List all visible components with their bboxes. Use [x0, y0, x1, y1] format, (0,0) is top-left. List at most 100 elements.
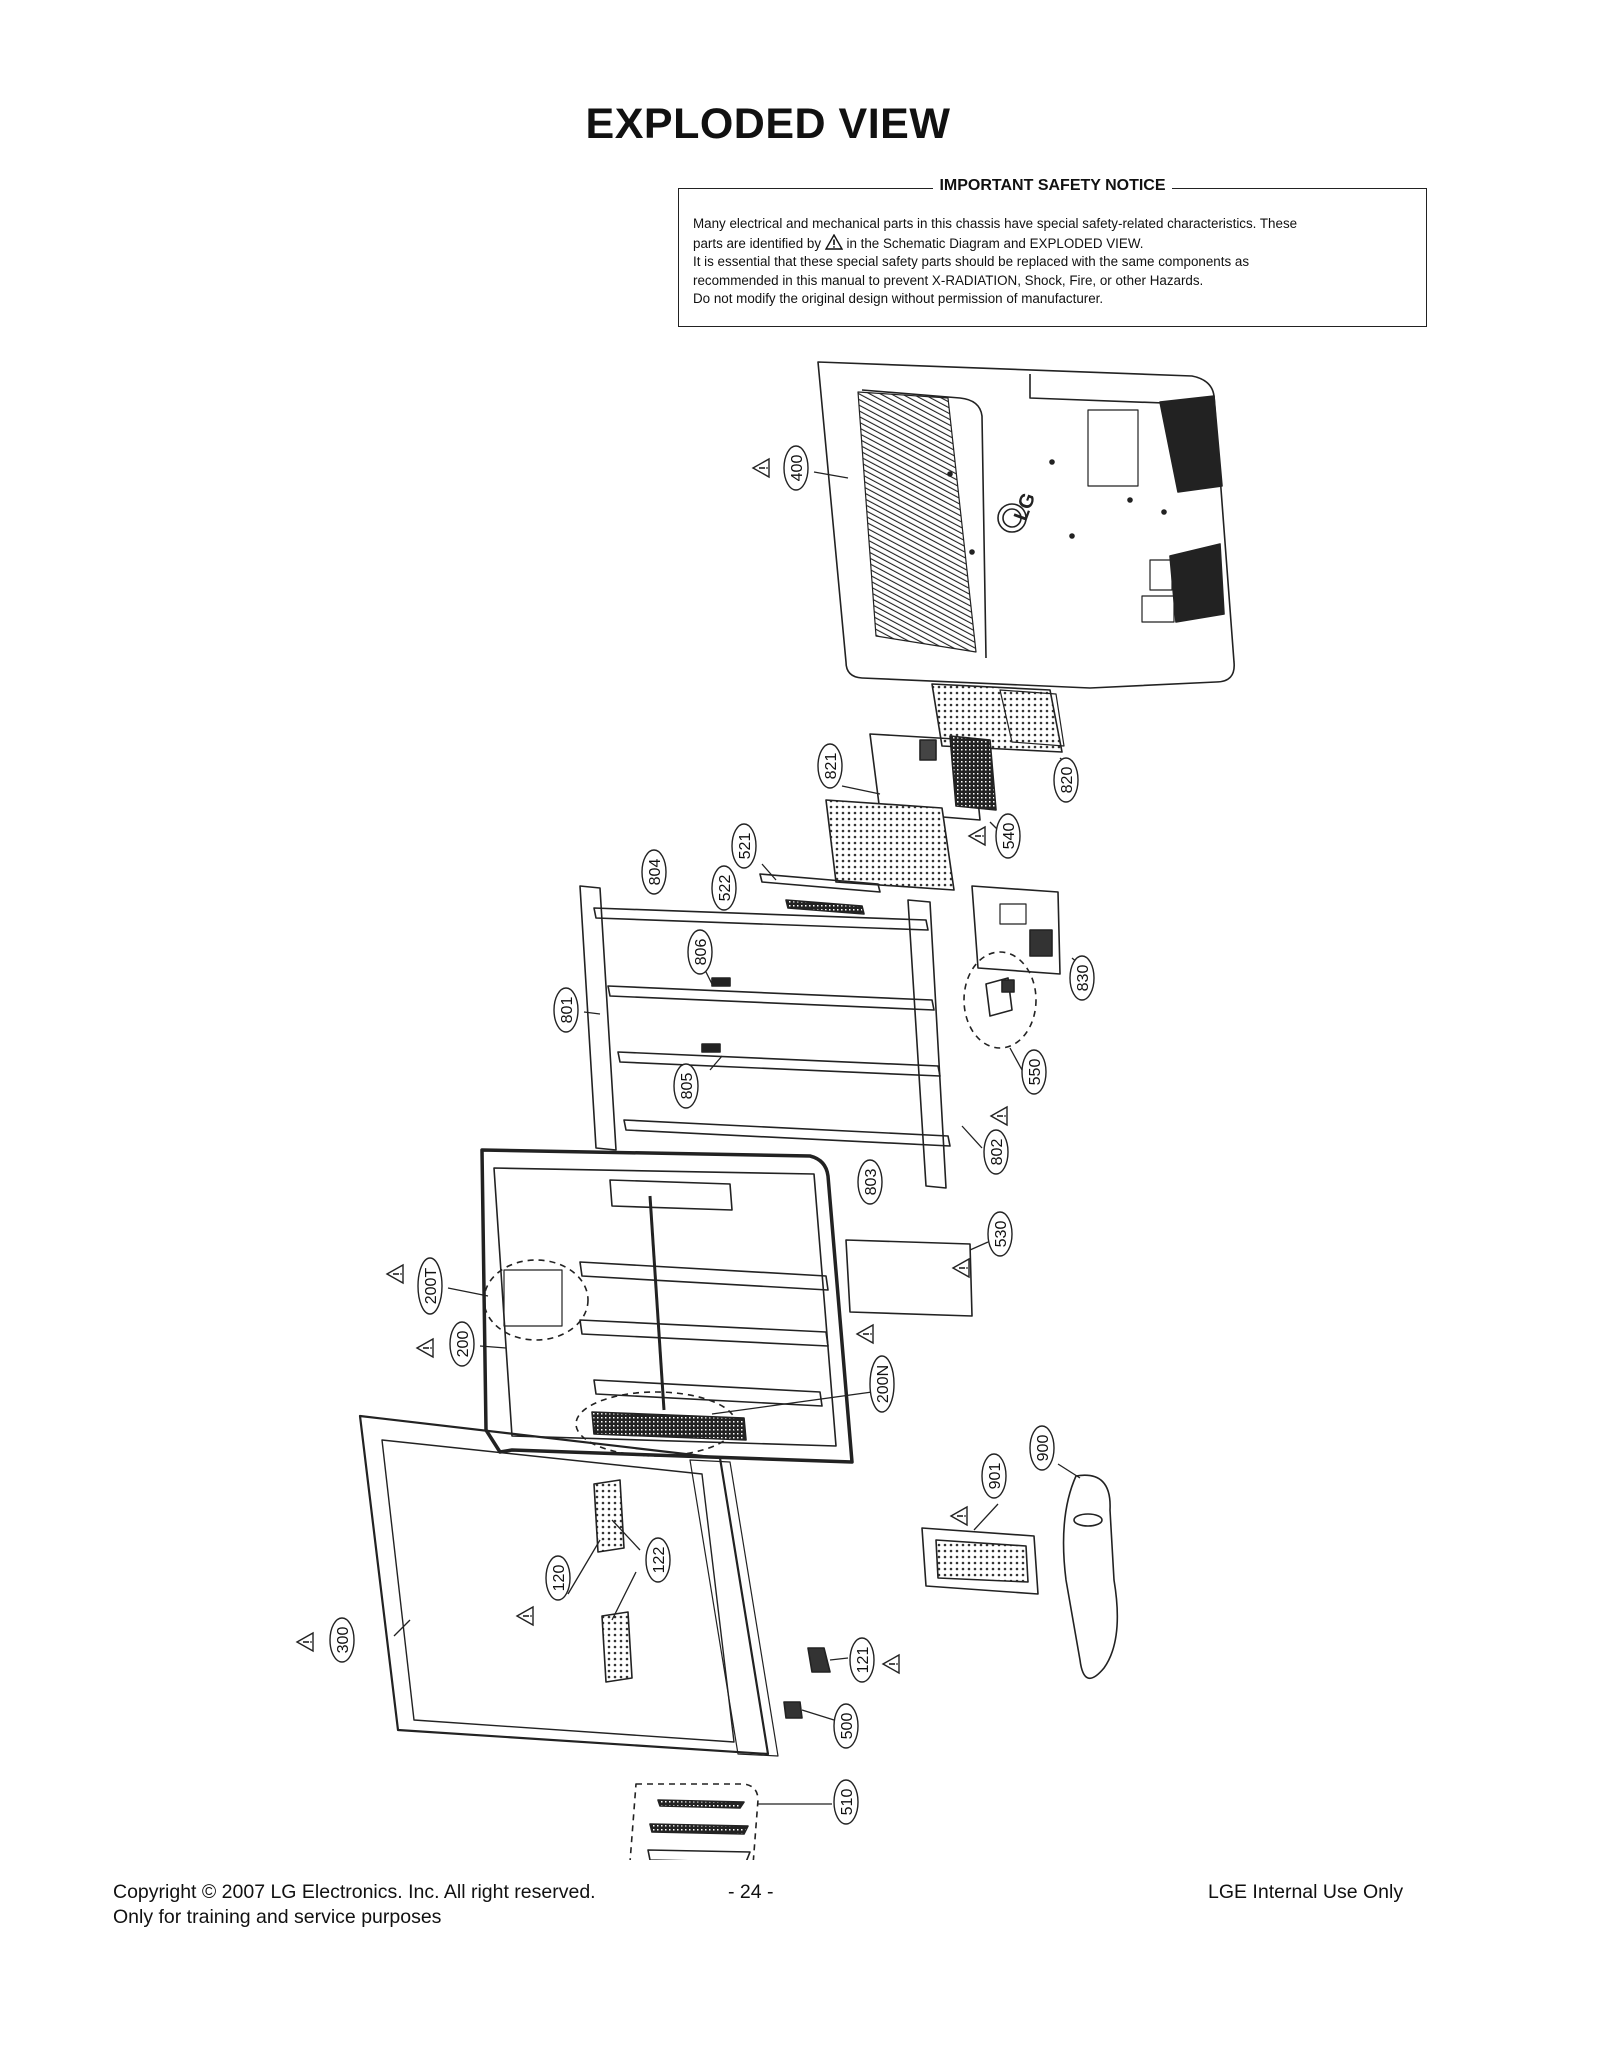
callout-oval — [645, 1537, 671, 1583]
callout-550: 550 — [1021, 1049, 1047, 1095]
callout-oval — [731, 823, 757, 869]
callout-oval — [449, 1321, 475, 1367]
stand-assembly — [921, 1474, 1119, 1679]
callout-500: 500 — [833, 1703, 859, 1749]
warning-triangle-icon — [415, 1337, 434, 1359]
callout-oval — [417, 1257, 443, 1315]
back-cover: LG — [817, 361, 1235, 689]
callout-oval — [983, 1129, 1009, 1175]
side-board-830 — [971, 885, 1061, 975]
callout-label: 500 — [839, 1713, 856, 1740]
callout-oval — [1053, 757, 1079, 803]
callout-label: 806 — [693, 939, 710, 966]
callout-oval — [553, 987, 579, 1033]
callout-530: 530 — [987, 1211, 1013, 1257]
callout-oval — [329, 1617, 355, 1663]
callout-label: 550 — [1027, 1059, 1044, 1086]
warning-triangle-icon — [751, 457, 770, 479]
callout-801: 801 — [553, 987, 579, 1033]
lg-logo: LG — [1010, 490, 1040, 524]
callout-label: 803 — [863, 1169, 880, 1196]
callout-oval — [849, 1637, 875, 1683]
display-panel — [480, 1148, 854, 1464]
callout-label: 200N — [875, 1365, 892, 1403]
callout-oval — [987, 1211, 1013, 1257]
exploded-view-diagram: LG — [0, 340, 1600, 1860]
callout-label: 900 — [1035, 1435, 1052, 1462]
support-frame — [579, 885, 951, 1189]
callout-oval — [833, 1703, 859, 1749]
callout-oval — [857, 1159, 883, 1205]
warning-triangle-icon — [295, 1631, 314, 1653]
callout-label: 522 — [717, 875, 734, 902]
callout-oval — [817, 743, 843, 789]
callout-label: 901 — [987, 1463, 1004, 1490]
notice-line: Do not modify the original design withou… — [693, 291, 1104, 307]
purpose-text: Only for training and service purposes — [113, 1906, 442, 1928]
callout-830: 830 — [1069, 955, 1095, 1001]
callout-900: 900 — [1029, 1425, 1055, 1471]
callout-oval — [833, 1779, 859, 1825]
callout-label: 120 — [551, 1565, 568, 1592]
part-550 — [963, 951, 1037, 1049]
callout-521: 521 — [731, 823, 757, 869]
callout-803: 803 — [857, 1159, 883, 1205]
callout-label: 805 — [679, 1073, 696, 1100]
callout-oval — [981, 1453, 1007, 1499]
notice-line-end: in the Schematic Diagram and EXPLODED VI… — [846, 235, 1144, 251]
exploded-view-drawing: LG — [295, 361, 1235, 1860]
callout-label: 521 — [737, 833, 754, 860]
callout-label: 830 — [1075, 965, 1092, 992]
callout-200: 200 — [449, 1321, 475, 1367]
callout-label: 820 — [1059, 767, 1076, 794]
callout-121: 121 — [849, 1637, 875, 1683]
callout-122: 122 — [645, 1537, 671, 1583]
callout-802: 802 — [983, 1129, 1009, 1175]
callout-821: 821 — [817, 743, 843, 789]
callout-label: 530 — [993, 1221, 1010, 1248]
callout-oval — [545, 1555, 571, 1601]
callout-label: 540 — [1001, 823, 1018, 850]
footer-left: Copyright © 2007 LG Electronics. Inc. Al… — [113, 1880, 596, 1930]
callout-label: 122 — [651, 1547, 668, 1574]
callout-oval — [995, 813, 1021, 859]
callout-oval — [869, 1355, 895, 1413]
warning-triangle-icon — [824, 233, 843, 250]
warning-triangle-icon — [515, 1605, 534, 1627]
warning-triangle-icon — [385, 1263, 404, 1285]
callout-oval — [711, 865, 737, 911]
callout-200T: 200T — [417, 1257, 443, 1315]
callout-label: 400 — [789, 455, 806, 482]
callout-806: 806 — [687, 929, 713, 975]
main-board-assembly — [825, 683, 1065, 891]
callout-300: 300 — [329, 1617, 355, 1663]
warning-triangle-icon — [967, 825, 986, 847]
callout-label: 821 — [823, 753, 840, 780]
leader-lines — [393, 471, 1087, 1805]
internal-use-text: LGE Internal Use Only — [1208, 1881, 1404, 1903]
callout-oval — [641, 849, 667, 895]
notice-line: parts are identified by in the Schematic… — [693, 233, 1414, 254]
callout-804: 804 — [641, 849, 667, 895]
callout-label: 300 — [335, 1627, 352, 1654]
part-500 — [783, 1701, 803, 1719]
warning-triangle-icon — [951, 1257, 970, 1279]
callout-oval — [687, 929, 713, 975]
page-number: - 24 - — [728, 1881, 774, 1903]
bracket-521-522 — [759, 873, 881, 915]
notice-line-start: parts are identified by — [693, 235, 822, 251]
callout-oval — [783, 445, 809, 491]
page-title: EXPLODED VIEW — [585, 100, 951, 148]
callout-540: 540 — [995, 813, 1021, 859]
notice-line: It is essential that these special safet… — [693, 254, 1250, 270]
notice-line: recommended in this manual to prevent X-… — [693, 272, 1204, 288]
callout-120: 120 — [545, 1555, 571, 1601]
warning-triangle-icon — [881, 1653, 900, 1675]
callout-400: 400 — [783, 445, 809, 491]
safety-notice-body: Many electrical and mechanical parts in … — [693, 215, 1414, 309]
callout-label: 510 — [839, 1789, 856, 1816]
warning-triangle-icon — [855, 1323, 874, 1345]
copyright-text: Copyright © 2007 LG Electronics. Inc. Al… — [113, 1881, 596, 1903]
callout-200N: 200N — [869, 1355, 895, 1413]
